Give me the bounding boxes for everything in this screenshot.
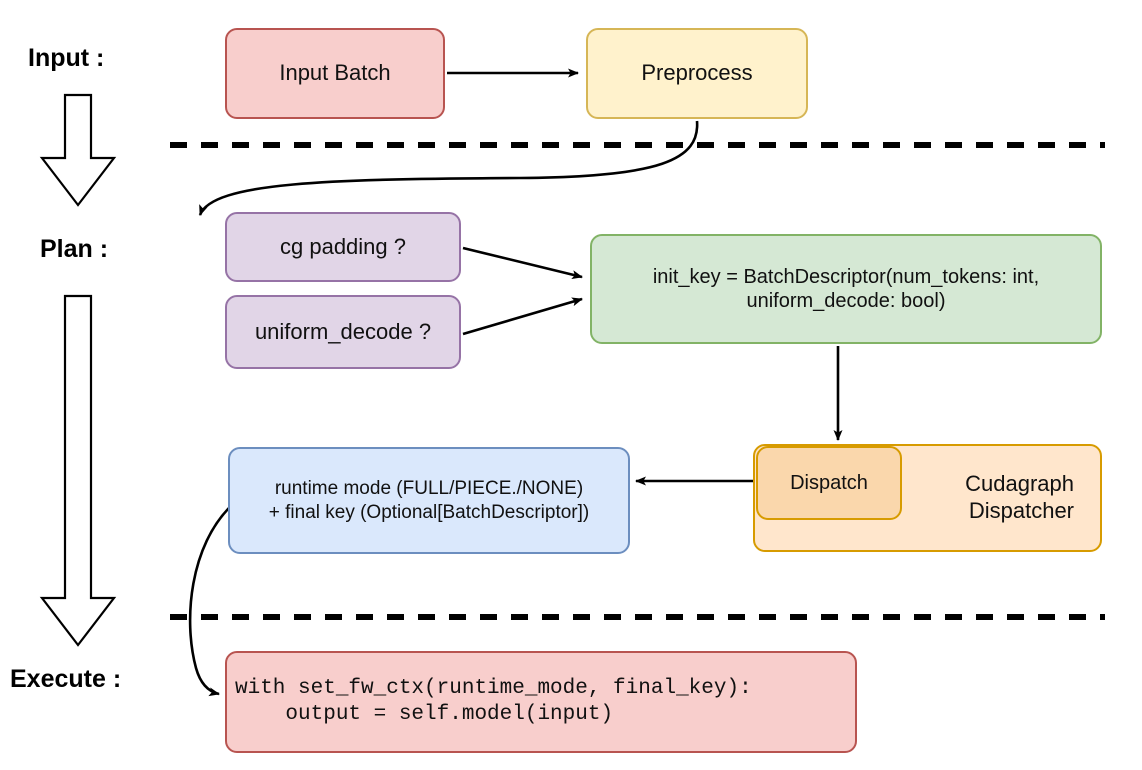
- connector-cg-padding-to-init-key: [462, 246, 583, 280]
- connector-runtime-mode-to-execute-code: [188, 504, 233, 697]
- stage-arrow-plan-to-execute: [39, 294, 117, 647]
- node-cudagraph-dispatcher-line1: Cudagraph: [965, 471, 1074, 497]
- connector-uniform-decode-to-init-key: [462, 297, 583, 336]
- node-input-batch[interactable]: Input Batch: [225, 28, 445, 119]
- node-init-key-line1: init_key = BatchDescriptor(num_tokens: i…: [652, 265, 1040, 288]
- node-execute-code-line1: with set_fw_ctx(runtime_mode, final_key)…: [235, 677, 752, 701]
- node-execute-code-line2: output = self.model(input): [235, 703, 614, 726]
- node-cg-padding[interactable]: cg padding ?: [225, 212, 461, 282]
- node-init-key[interactable]: init_key = BatchDescriptor(num_tokens: i…: [590, 234, 1102, 344]
- stage-label-input: Input :: [28, 44, 105, 72]
- node-runtime-mode-line1: runtime mode (FULL/PIECE./NONE): [274, 478, 584, 500]
- node-uniform-decode-label: uniform_decode ?: [254, 318, 432, 344]
- node-input-batch-label: Input Batch: [279, 60, 391, 86]
- stage-arrow-input-to-plan: [39, 93, 117, 207]
- node-execute-code[interactable]: with set_fw_ctx(runtime_mode, final_key)…: [225, 651, 857, 753]
- node-runtime-mode-line2: + final key (Optional[BatchDescriptor]): [268, 501, 590, 523]
- connector-preprocess-to-cg-padding: [198, 120, 699, 216]
- node-cg-padding-label: cg padding ?: [280, 233, 406, 259]
- node-preprocess[interactable]: Preprocess: [586, 28, 808, 119]
- node-init-key-line2: uniform_decode: bool): [746, 290, 946, 312]
- node-dispatch-label: Dispatch: [790, 471, 868, 494]
- stage-label-execute: Execute :: [10, 665, 122, 693]
- stage-label-plan: Plan :: [40, 235, 109, 263]
- node-runtime-mode[interactable]: runtime mode (FULL/PIECE./NONE) + final …: [228, 447, 630, 554]
- node-dispatch[interactable]: Dispatch: [756, 446, 902, 520]
- node-cudagraph-dispatcher-line2: Dispatcher: [968, 498, 1074, 523]
- node-preprocess-label: Preprocess: [641, 60, 753, 86]
- node-uniform-decode[interactable]: uniform_decode ?: [225, 295, 461, 369]
